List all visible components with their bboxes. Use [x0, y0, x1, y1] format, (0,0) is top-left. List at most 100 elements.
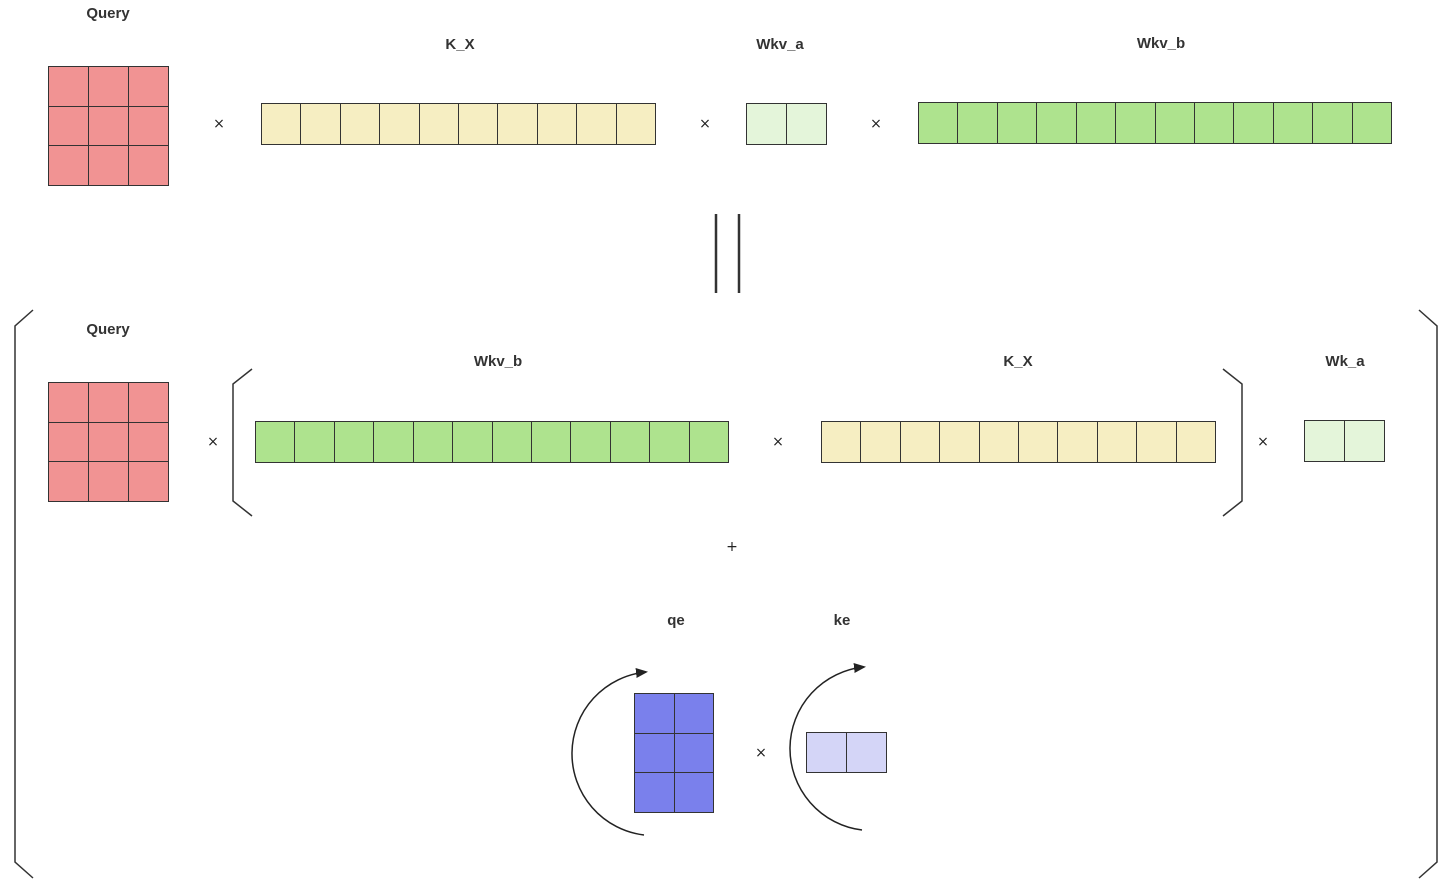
- label-wkva-top: Wkv_a: [756, 36, 804, 53]
- kx-matrix-bottom: [821, 421, 1216, 463]
- matrix-cell: [129, 383, 169, 423]
- matrix-cell: [129, 422, 169, 463]
- matrix-cell: [1137, 422, 1177, 463]
- matrix-cell: [49, 106, 89, 147]
- times-operator-1: ×: [213, 116, 225, 132]
- matrix-cell: [334, 422, 375, 463]
- matrix-cell: [89, 383, 129, 423]
- matrix-cell: [129, 106, 169, 147]
- matrix-cell: [822, 422, 862, 463]
- matrix-cell: [537, 104, 578, 145]
- matrix-cell: [1155, 103, 1195, 144]
- matrix-cell: [419, 104, 459, 145]
- outer-paren-right: [1418, 309, 1438, 879]
- matrix-cell: [453, 422, 493, 463]
- outer-paren-left: [14, 309, 34, 879]
- label-query-top: Query: [86, 5, 130, 22]
- matrix-cell: [635, 733, 675, 774]
- matrix-cell: [129, 146, 169, 186]
- matrix-cell: [861, 422, 901, 463]
- matrix-cell: [340, 104, 381, 145]
- matrix-cell: [571, 422, 611, 463]
- matrix-cell: [413, 422, 454, 463]
- plus-operator: +: [726, 539, 738, 555]
- matrix-cell: [301, 104, 341, 145]
- matrix-cell: [129, 67, 169, 107]
- matrix-cell: [89, 462, 129, 502]
- matrix-cell: [256, 422, 296, 463]
- matrix-cell: [1037, 103, 1077, 144]
- matrix-cell: [1058, 422, 1098, 463]
- matrix-cell: [577, 104, 617, 145]
- query-matrix-bottom: [48, 382, 169, 502]
- matrix-cell: [1116, 103, 1156, 144]
- matrix-cell: [650, 422, 690, 463]
- matrix-cell: [674, 694, 714, 734]
- matrix-cell: [1019, 422, 1059, 463]
- times-operator-2: ×: [699, 116, 711, 132]
- matrix-cell: [1176, 422, 1216, 463]
- matrix-cell: [49, 146, 89, 186]
- matrix-cell: [674, 773, 714, 813]
- matrix-cell: [295, 422, 335, 463]
- label-qe: qe: [667, 612, 685, 629]
- matrix-cell: [787, 104, 827, 145]
- matrix-cell: [459, 104, 499, 145]
- label-query-bottom: Query: [86, 321, 130, 338]
- matrix-cell: [1345, 421, 1385, 462]
- label-wkvb-top: Wkv_b: [1136, 35, 1186, 52]
- matrix-cell: [1313, 103, 1353, 144]
- label-ke: ke: [833, 612, 851, 629]
- matrix-cell: [900, 422, 941, 463]
- matrix-cell: [1273, 103, 1314, 144]
- inner-paren-right: [1222, 368, 1243, 517]
- wkva-matrix-top: [746, 103, 827, 145]
- matrix-cell: [635, 694, 675, 734]
- matrix-cell: [635, 773, 675, 813]
- label-kx-bottom: K_X: [1003, 353, 1033, 370]
- matrix-cell: [1234, 103, 1274, 144]
- matrix-cell: [374, 422, 414, 463]
- matrix-cell: [89, 106, 129, 147]
- matrix-cell: [498, 104, 538, 145]
- matrix-cell: [1076, 103, 1117, 144]
- matrix-cell: [49, 67, 89, 107]
- times-operator-6: ×: [1257, 434, 1269, 450]
- kx-matrix-top: [261, 103, 656, 145]
- matrix-cell: [747, 104, 787, 145]
- matrix-cell: [689, 422, 729, 463]
- matrix-cell: [89, 67, 129, 107]
- label-kx-top: K_X: [445, 36, 475, 53]
- times-operator-7: ×: [755, 745, 767, 761]
- times-operator-5: ×: [772, 434, 784, 450]
- matrix-cell: [610, 422, 651, 463]
- matrix-cell: [89, 422, 129, 463]
- matrix-cell: [531, 422, 572, 463]
- matrix-cell: [979, 422, 1019, 463]
- matrix-cell: [940, 422, 980, 463]
- matrix-cell: [1352, 103, 1392, 144]
- matrix-cell: [807, 733, 847, 773]
- wka-matrix-bottom: [1304, 420, 1385, 462]
- matrix-cell: [919, 103, 959, 144]
- rotation-arrow-qe: [571, 668, 648, 836]
- matrix-cell: [49, 383, 89, 423]
- label-wkvb-bottom: Wkv_b: [473, 353, 523, 370]
- matrix-cell: [380, 104, 420, 145]
- matrix-cell: [129, 462, 169, 502]
- matrix-cell: [958, 103, 998, 144]
- ke-matrix: [806, 732, 887, 773]
- label-wka-bottom: Wk_a: [1325, 353, 1365, 370]
- matrix-cell: [49, 422, 89, 463]
- matrix-cell: [49, 462, 89, 502]
- matrix-cell: [89, 146, 129, 186]
- wkvb-matrix-bottom: [255, 421, 729, 463]
- inner-paren-left: [232, 368, 253, 517]
- matrix-cell: [674, 733, 714, 774]
- matrix-cell: [847, 733, 887, 773]
- wkvb-matrix-top: [918, 102, 1392, 144]
- times-operator-3: ×: [870, 116, 882, 132]
- rotation-arrow-ke: [789, 663, 866, 831]
- matrix-cell: [1305, 421, 1345, 462]
